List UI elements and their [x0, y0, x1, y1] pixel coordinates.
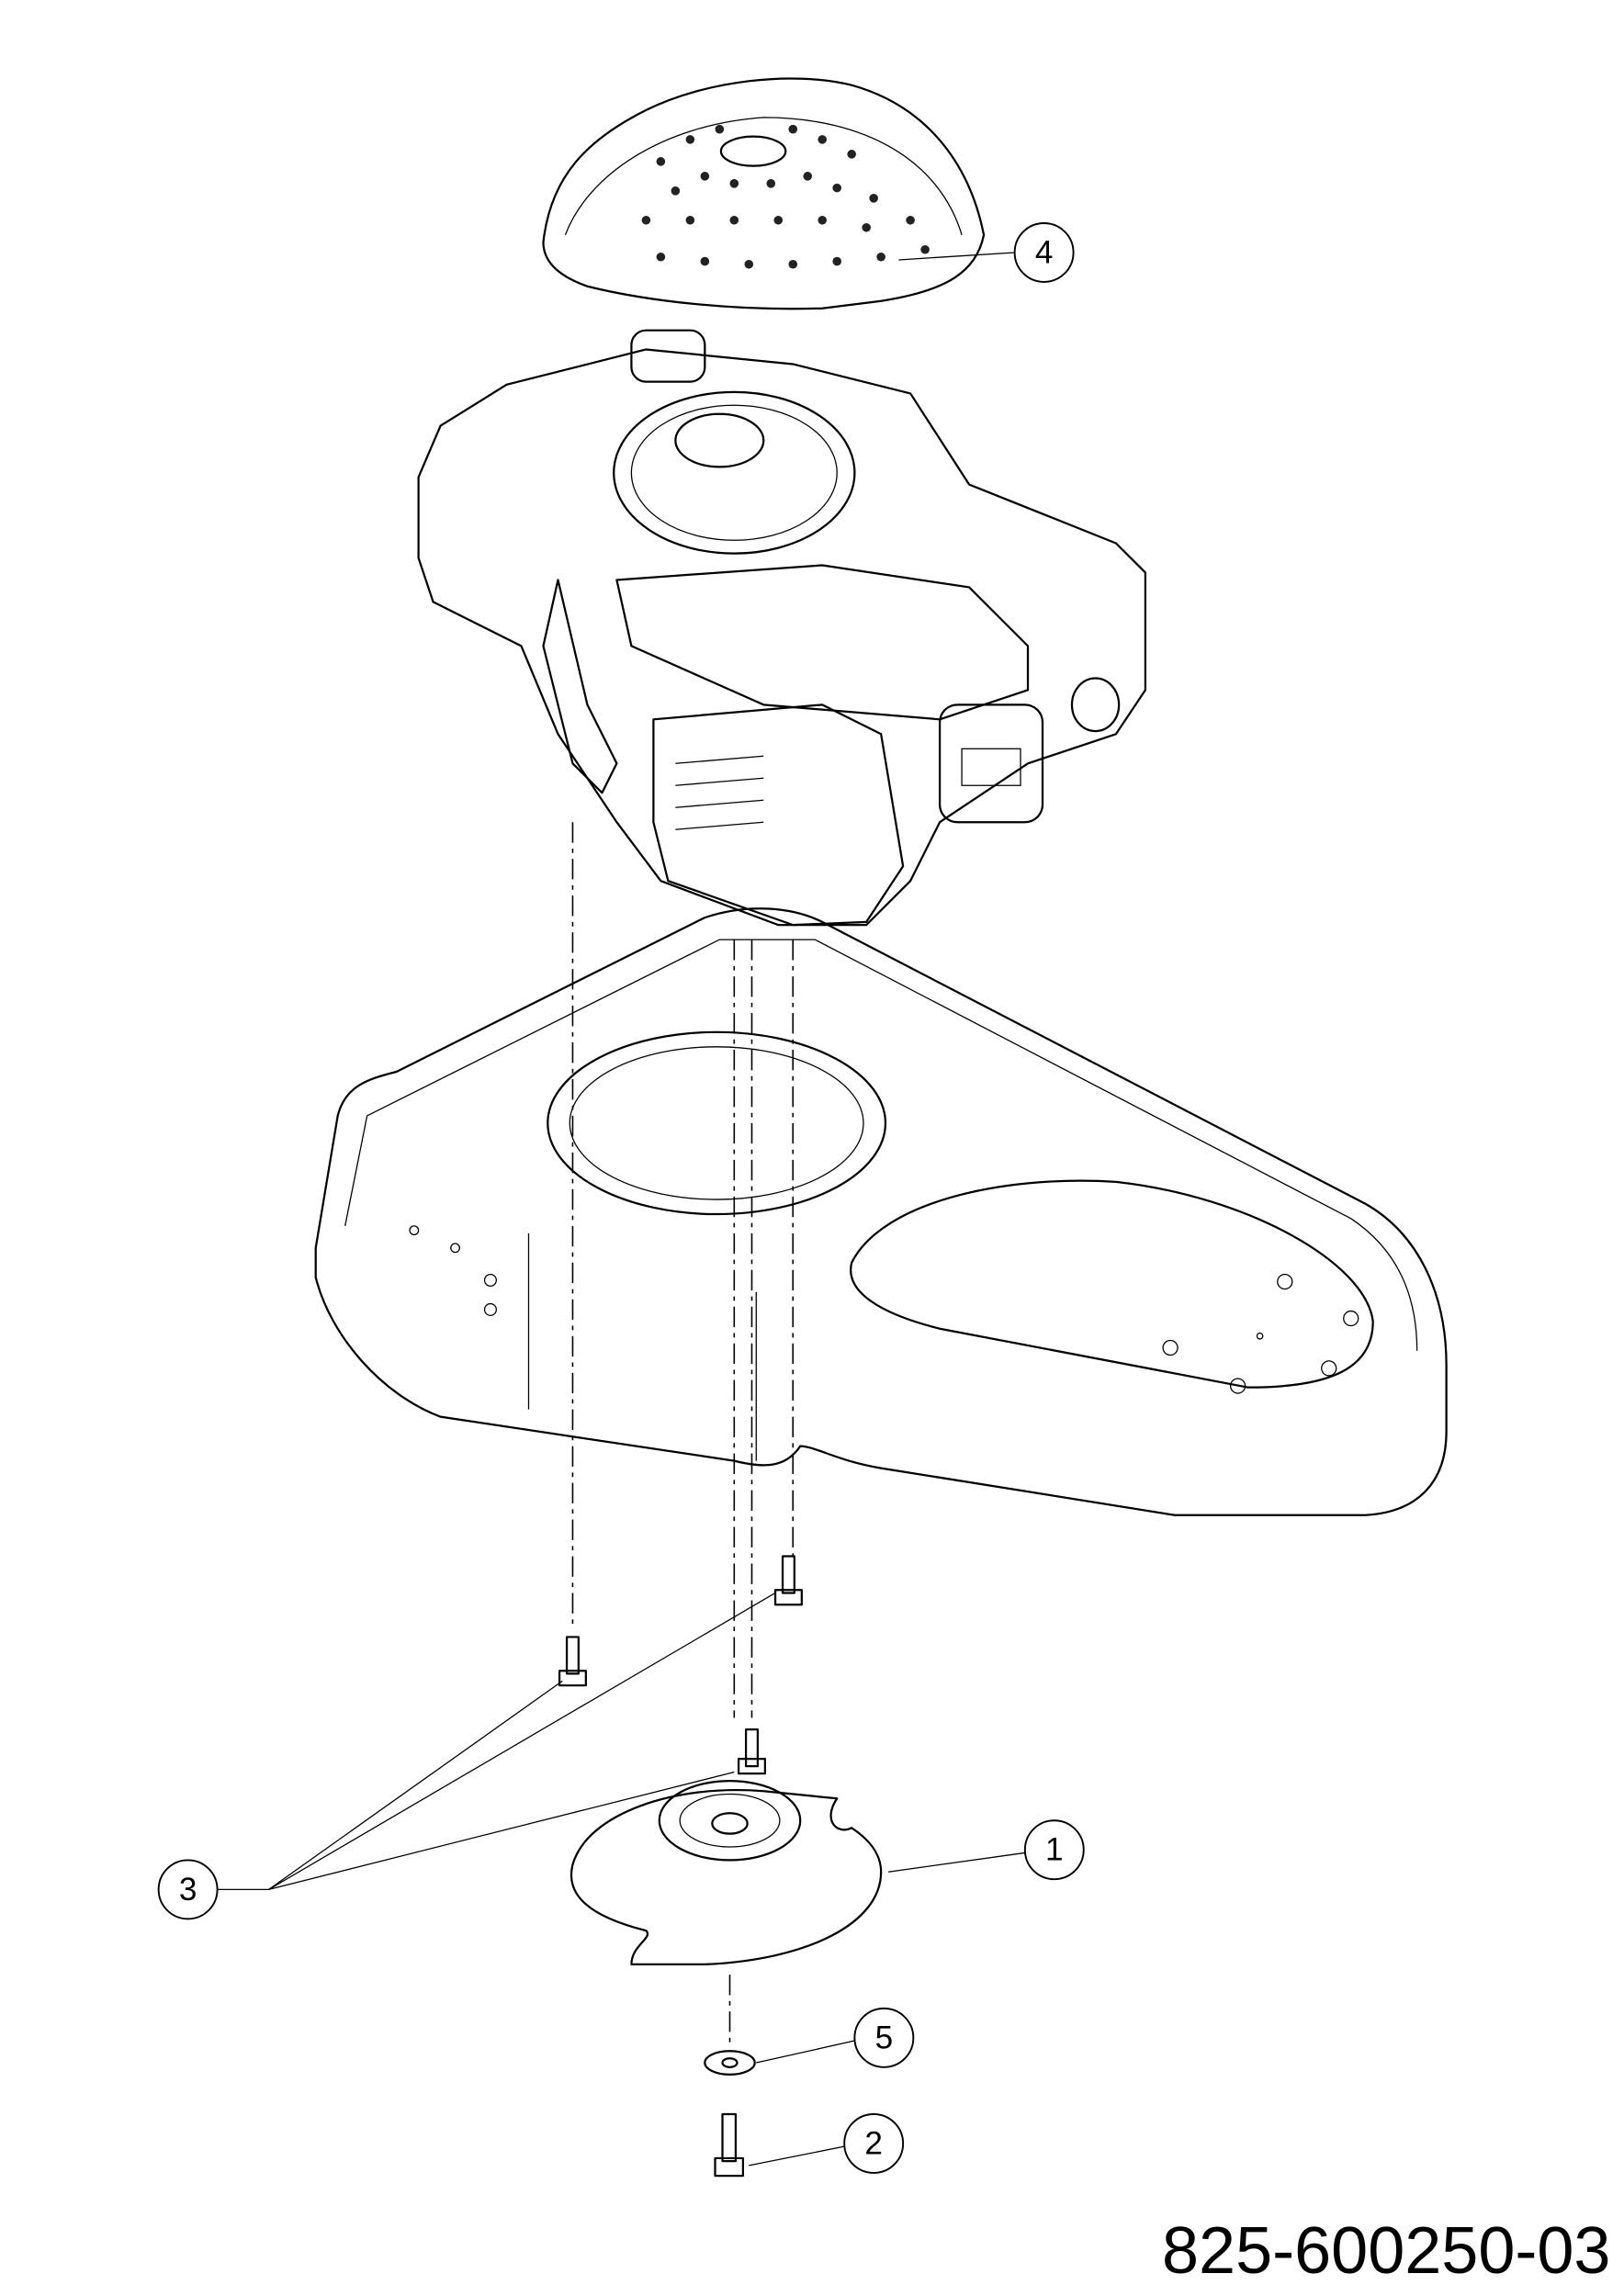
blade-adapter-part-1 [570, 1779, 883, 1966]
callout-1-label: 1 [1045, 1832, 1064, 1868]
washer-part-5 [704, 2050, 756, 2076]
callout-3-label: 3 [179, 1872, 197, 1908]
bolt-part-2 [714, 2112, 745, 2178]
engine-cover-part-4 [542, 77, 986, 310]
diagram-part-number: 825-600250-03 [1162, 2214, 1611, 2288]
callout-1: 1 [1023, 1819, 1085, 1881]
callout-4: 4 [1013, 222, 1075, 283]
callout-2-label: 2 [864, 2125, 883, 2161]
mower-deck [314, 907, 1448, 1516]
bolts-part-3 [558, 1555, 803, 1775]
engine [417, 329, 1147, 927]
callout-5-label: 5 [875, 2020, 894, 2055]
callout-4-label: 4 [1035, 234, 1054, 270]
leader-lines [217, 252, 1025, 2167]
callout-3: 3 [157, 1859, 219, 1920]
callout-2: 2 [843, 2113, 905, 2174]
alignment-lines [571, 822, 795, 2049]
callout-5: 5 [853, 2007, 915, 2068]
